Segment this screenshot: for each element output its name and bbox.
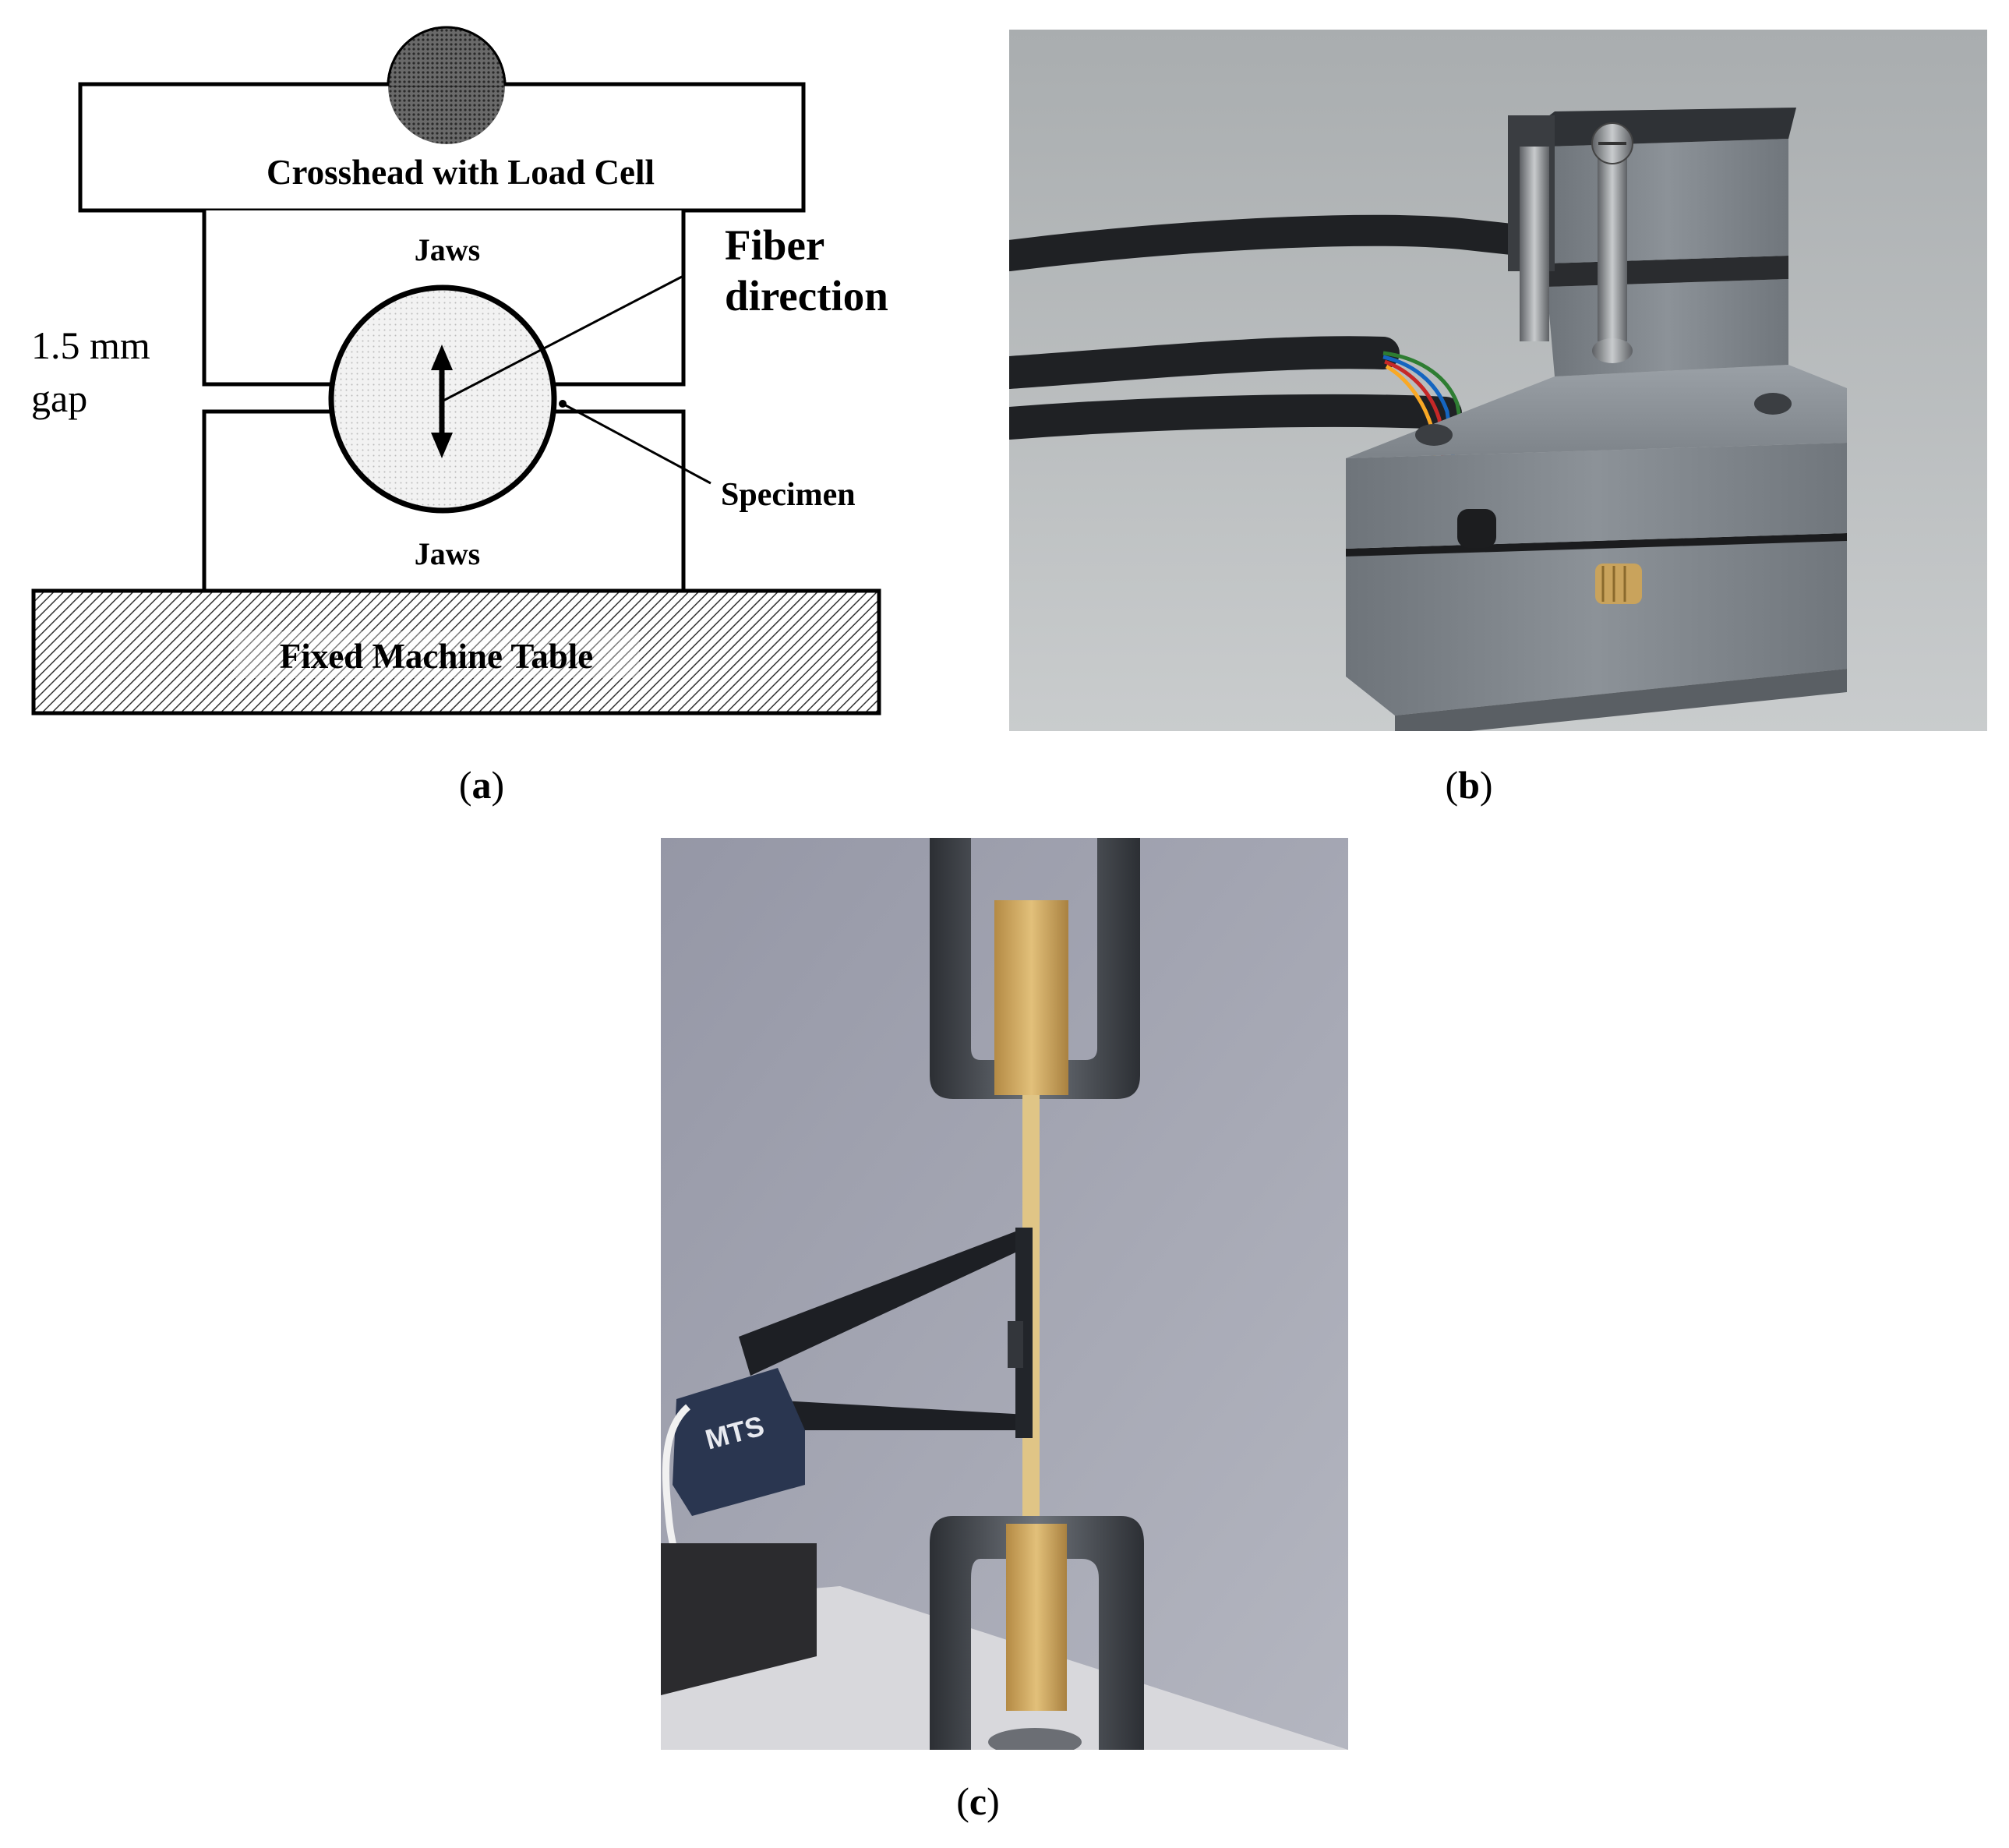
gap-label-line1: 1.5 mm (31, 323, 150, 367)
test-setup-photo-panel: MTS (661, 838, 1348, 1750)
cable-bottom (1009, 394, 1462, 440)
upper-specimen-tab (994, 900, 1068, 1095)
upper-jaws-label: Jaws (415, 232, 480, 267)
schematic-panel: Crosshead with Load Cell Jaws Jaws Fiber… (0, 0, 951, 748)
schematic-diagram: Crosshead with Load Cell Jaws Jaws Fiber… (31, 26, 888, 716)
caption-c: (c) (956, 1779, 1000, 1823)
machine-table-label: Fixed Machine Table (280, 637, 594, 676)
lower-specimen-tab (1006, 1524, 1067, 1711)
specimen-label: Specimen (721, 477, 856, 513)
extensometer-body (673, 1368, 805, 1516)
spring-right (1598, 139, 1627, 341)
fiber-arrow-down-icon (431, 433, 453, 458)
specimen-leader-line (562, 402, 711, 485)
cable-middle (1009, 336, 1400, 389)
gap-label-line2: gap (31, 376, 87, 420)
fiber-arrow-up-icon (431, 345, 453, 370)
fiber-label-line1: Fiber (725, 221, 824, 269)
extensometer-lower-arm (753, 1399, 1027, 1430)
spring-left (1520, 147, 1549, 341)
side-bolt (1457, 509, 1496, 548)
fiber-label-line2: direction (725, 272, 888, 320)
fixture-photo-panel (1009, 30, 1987, 731)
caption-a: (a) (458, 763, 505, 807)
wooden-pin (1595, 564, 1642, 604)
test-setup-photo: MTS (661, 838, 1348, 1750)
caption-b: (b) (1445, 763, 1493, 807)
lower-jaws-label: Jaws (415, 536, 480, 571)
extensometer-upper-arm (739, 1231, 1027, 1376)
upper-block-top (1508, 108, 1796, 147)
upper-grip (930, 838, 1140, 1099)
base-block-top (1346, 365, 1847, 458)
lower-grip (930, 1516, 1144, 1750)
fiber-leader-line (441, 275, 683, 403)
crosshead-label: Crosshead with Load Cell (267, 153, 655, 192)
cable-top (1009, 214, 1570, 271)
fixture-photo (1009, 30, 1987, 731)
machine-table-shape (31, 588, 881, 716)
